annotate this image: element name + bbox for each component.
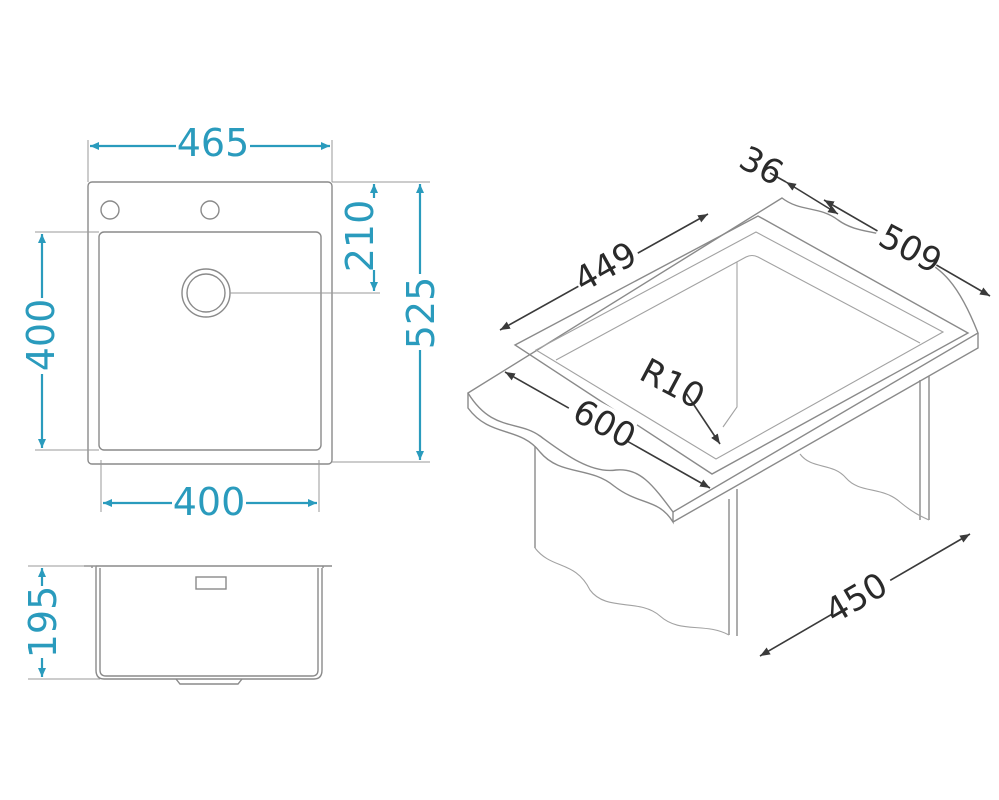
overflow-slot (195, 576, 227, 590)
side-view: 195 (21, 565, 332, 685)
cabinet-panel-front (534, 446, 730, 635)
drain-outer-icon (181, 268, 231, 318)
dim-label-195: 195 (21, 586, 65, 659)
dim-label-400-horizontal: 400 (173, 480, 246, 524)
dim-label-210: 210 (338, 200, 382, 273)
cabinet-wavy-bottom-right (799, 453, 930, 521)
sink-bowl-corner (722, 262, 738, 428)
dim-label-525: 525 (399, 277, 443, 350)
cabinet-wavy-bottom-left (534, 547, 730, 636)
cabinet-panel-back (736, 376, 930, 636)
dim-label-465: 465 (177, 121, 250, 165)
sink-outer-outline (87, 181, 333, 465)
tap-hole-left-icon (100, 200, 120, 220)
bowl-inner-outline (98, 231, 322, 451)
drain-base (175, 678, 243, 685)
bowl-side-profile (84, 565, 332, 680)
drain-inner-icon (186, 273, 226, 313)
sink-bowl-inner (555, 254, 921, 361)
dim-label-400-vertical: 400 (19, 299, 63, 372)
worktop-right-edge (672, 333, 979, 523)
top-view: 465 210 525 400 400 (19, 121, 443, 524)
dim-label-36: 36 (733, 138, 790, 194)
isometric-view: 36 509 449 R10 600 450 (467, 138, 991, 657)
dim-label-r10: R10 (633, 351, 711, 418)
tap-hole-right-icon (200, 200, 220, 220)
